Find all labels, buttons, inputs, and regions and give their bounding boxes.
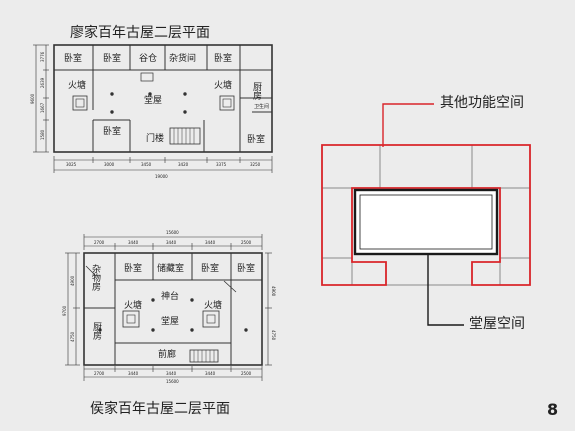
dimension-label: 3025 <box>66 162 77 167</box>
room-label: 神台 <box>161 290 179 302</box>
dimension-label: 3000 <box>104 162 115 167</box>
space-schematic <box>321 103 531 326</box>
room-label: 厨房 <box>91 322 102 341</box>
hall-space-box <box>353 188 499 256</box>
room-label: 卧室 <box>237 262 255 274</box>
dimension-label: 1667 <box>40 102 45 113</box>
callout-hall-space: 堂屋空间 <box>469 316 525 332</box>
dimension-label: 4750 <box>271 330 276 341</box>
room-label: 卧室 <box>214 52 232 64</box>
room-label: 门楼 <box>146 132 164 144</box>
dimension-label: 4900 <box>271 286 276 297</box>
hall-space-leader <box>427 254 464 326</box>
room-label: 谷仓 <box>139 52 157 64</box>
room-label: 储藏室 <box>157 262 184 274</box>
room-label: 火塘 <box>124 299 142 311</box>
dimension-label: 3440 <box>128 240 139 245</box>
room-label: 卫生间 <box>254 103 269 110</box>
dimension-label: 2500 <box>241 371 252 376</box>
room-label: 卧室 <box>103 125 121 137</box>
room-label: 卧室 <box>124 262 142 274</box>
room-label: 厨房 <box>251 82 262 101</box>
dimension-label: 3450 <box>141 162 152 167</box>
dimension-total: 19000 <box>155 174 168 179</box>
dimension-total: 9700 <box>62 305 67 316</box>
dimension-total: 9600 <box>30 93 35 104</box>
dimension-label: 3776 <box>40 51 45 62</box>
dimension-label: 2500 <box>241 240 252 245</box>
page-number: 8 <box>547 400 559 419</box>
room-label: 前廊 <box>158 348 176 360</box>
plan-bottom <box>65 234 272 381</box>
plan-top-labels: 卧室 卧室 谷仓 杂货间 卧室 火塘 火塘 厨房 堂屋 卧室 门楼 卧室 卫生间… <box>30 51 269 179</box>
plan-top <box>33 44 273 173</box>
plan-bottom-labels: 杂物房 卧室 储藏室 卧室 卧室 神台 火塘 火塘 厨房 堂屋 前廊 2700 … <box>62 230 276 384</box>
room-label: 卧室 <box>201 262 219 274</box>
dimension-label: 3440 <box>166 371 177 376</box>
room-label: 堂屋 <box>144 94 162 106</box>
other-space-outline <box>321 144 531 286</box>
room-label: 卧室 <box>103 52 121 64</box>
dimension-total: 15600 <box>166 230 179 235</box>
dimension-total: 15600 <box>166 379 179 384</box>
dimension-label: 3420 <box>178 162 189 167</box>
dimension-label: 3440 <box>166 240 177 245</box>
dimension-label: 3375 <box>216 162 227 167</box>
room-label: 火塘 <box>204 299 222 311</box>
plan-top-title: 廖家百年古屋二层平面 <box>70 25 210 41</box>
room-label: 杂货间 <box>169 52 196 64</box>
dimension-label: 1580 <box>40 129 45 140</box>
dimension-label: 2639 <box>40 77 45 88</box>
dimension-label: 3440 <box>128 371 139 376</box>
dimension-label: 4750 <box>70 331 75 342</box>
dimension-label: 3440 <box>205 371 216 376</box>
callout-other-space: 其他功能空间 <box>440 95 524 111</box>
room-label: 卧室 <box>247 133 265 145</box>
dimension-label: 3440 <box>205 240 216 245</box>
room-label: 火塘 <box>68 79 86 91</box>
room-label: 火塘 <box>214 79 232 91</box>
dimension-label: 3250 <box>250 162 261 167</box>
room-label: 杂物房 <box>90 264 101 292</box>
room-label: 堂屋 <box>161 315 179 327</box>
dimension-label: 2700 <box>94 240 105 245</box>
room-label: 卧室 <box>64 52 82 64</box>
dimension-label: 4900 <box>70 275 75 286</box>
plan-bottom-title: 侯家百年古屋二层平面 <box>90 401 230 417</box>
dimension-label: 2700 <box>94 371 105 376</box>
other-space-leader <box>382 103 434 147</box>
